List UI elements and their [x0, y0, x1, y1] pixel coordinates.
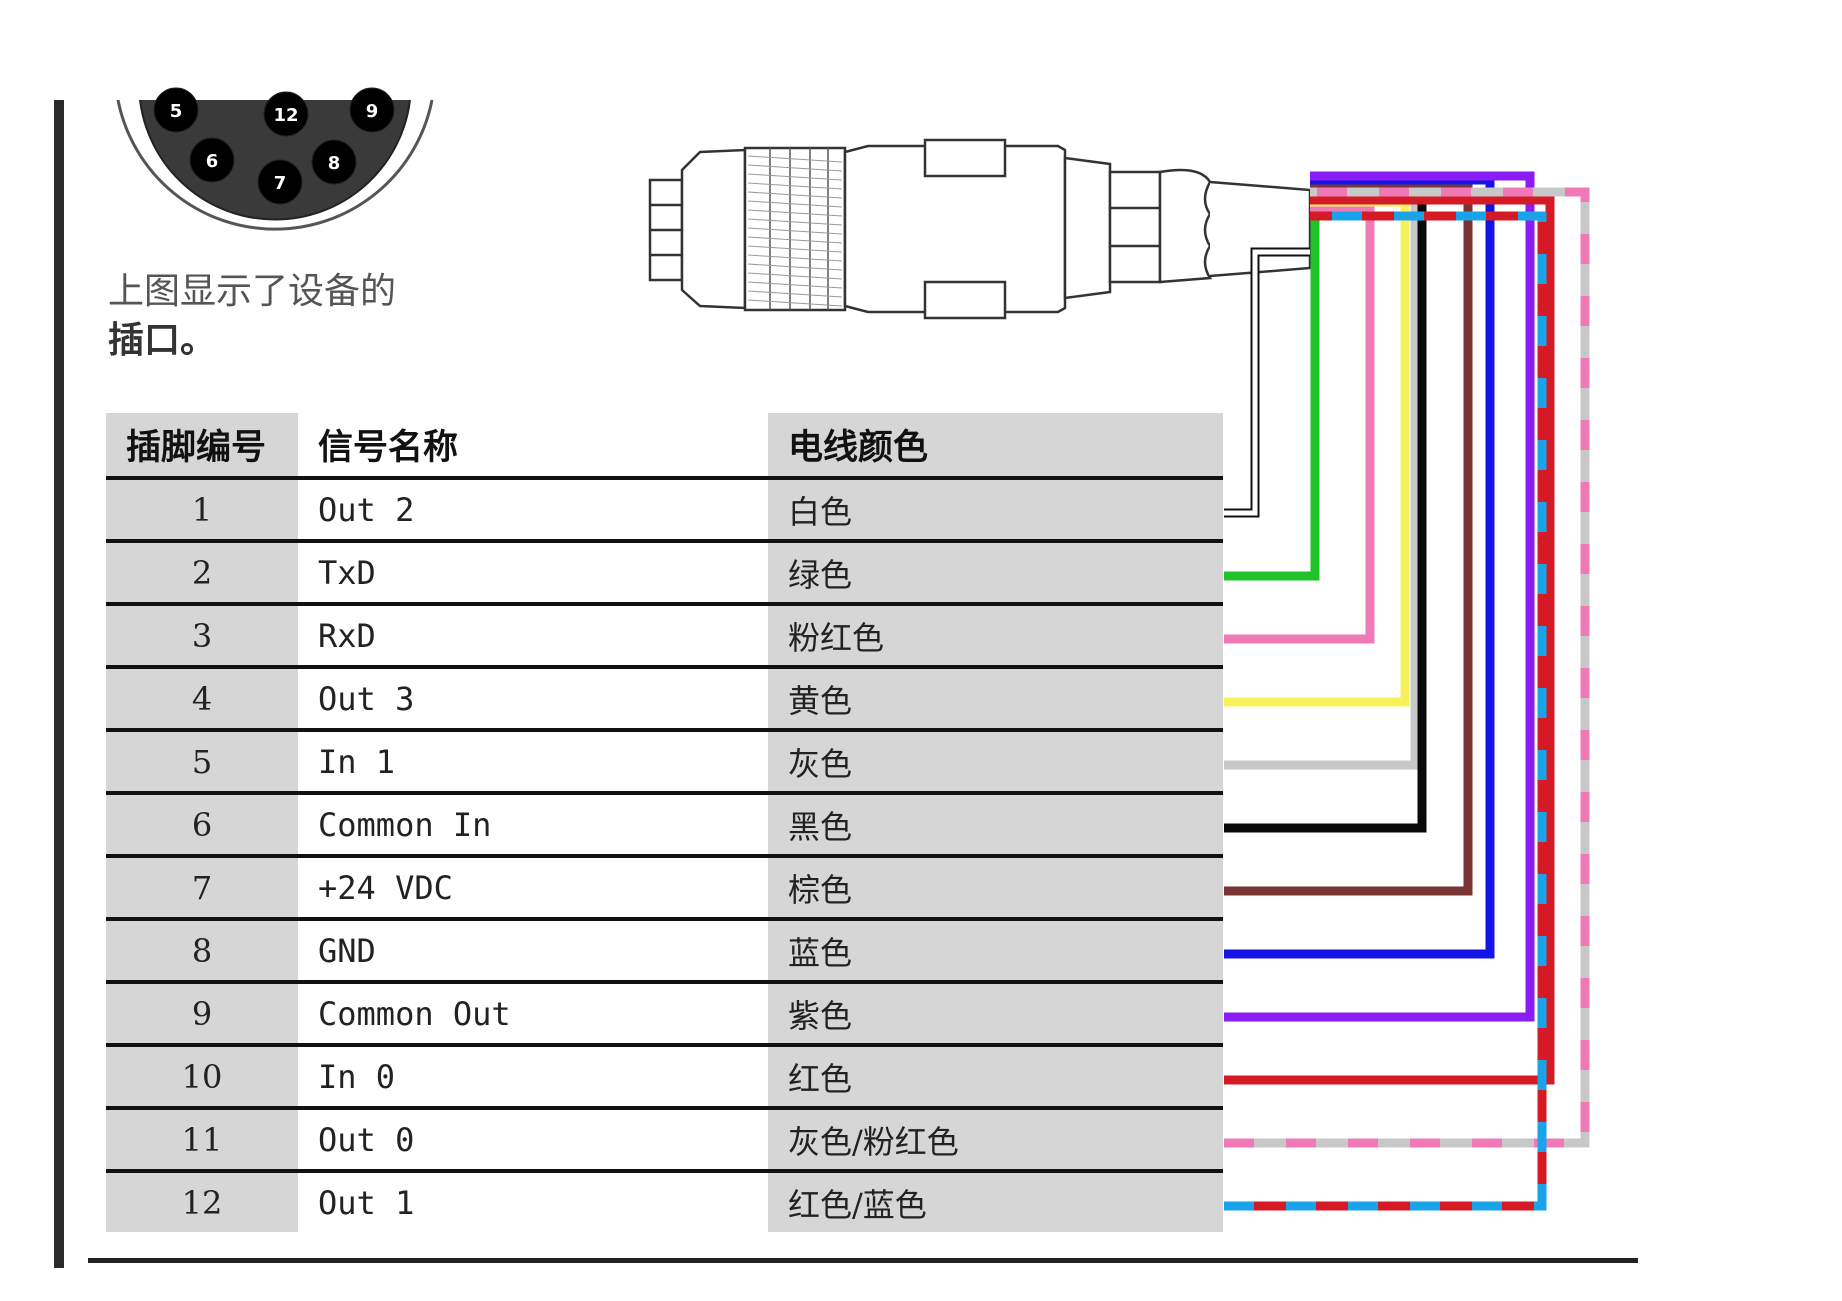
table-row: 6 Common In 黑色: [106, 793, 1223, 858]
pin-number: 11: [106, 1108, 298, 1173]
cable-wires: [1224, 171, 1590, 1211]
pin-number: 5: [106, 730, 298, 795]
signal-name: Out 2: [298, 478, 768, 543]
signal-name: Out 3: [298, 667, 768, 732]
wire-color: 黑色: [768, 793, 1223, 858]
wire-color: 粉红色: [768, 604, 1223, 669]
wire-color: 红色: [768, 1045, 1223, 1110]
caption-line-2: 插口。: [108, 319, 217, 361]
wire-color: 红色/蓝色: [768, 1171, 1223, 1232]
pin-number: 10: [106, 1045, 298, 1110]
signal-name: Common In: [298, 793, 768, 858]
table-row: 10 In 0 红色: [106, 1045, 1223, 1110]
svg-text:12: 12: [273, 105, 298, 126]
wire-color: 灰色/粉红色: [768, 1108, 1223, 1173]
svg-text:7: 7: [274, 173, 287, 194]
pin-number: 3: [106, 604, 298, 669]
pinout-table: 插脚编号 信号名称 电线颜色 1 Out 2 白色 2 TxD 绿色 3 RxD…: [106, 413, 1223, 1232]
pin-number: 1: [106, 478, 298, 543]
wire-pin-10: [1224, 195, 1555, 1085]
caption-line-1: 上图显示了设备的: [108, 271, 397, 312]
signal-name: Out 0: [298, 1108, 768, 1173]
table-row: 8 GND 蓝色: [106, 919, 1223, 984]
pin-number: 2: [106, 541, 298, 606]
signal-name: +24 VDC: [298, 856, 768, 921]
svg-text:8: 8: [328, 153, 341, 174]
cable-plug-drawing: [648, 138, 1312, 320]
connector-pin-5: 5: [153, 87, 199, 133]
wire-color: 灰色: [768, 730, 1223, 795]
svg-text:5: 5: [170, 101, 183, 122]
connector-pin-8: 8: [311, 139, 357, 185]
svg-text:6: 6: [206, 151, 219, 172]
table-row: 9 Common Out 紫色: [106, 982, 1223, 1047]
signal-name: Out 1: [298, 1171, 768, 1232]
table-row: 12 Out 1 红色/蓝色: [106, 1171, 1223, 1232]
wire-pin-3: [1224, 203, 1375, 644]
wire-pin-1: [1224, 247, 1310, 518]
wire-color: 蓝色: [768, 919, 1223, 984]
pin-number: 8: [106, 919, 298, 984]
wire-pin-7: [1224, 179, 1473, 896]
wire-pin-8: [1224, 175, 1495, 959]
header-wire-color: 电线颜色: [768, 413, 1223, 480]
signal-name: Common Out: [298, 982, 768, 1047]
connector-face-diagram: 5 12 9 6 7 8: [116, 87, 434, 231]
table-header-row: 插脚编号 信号名称 电线颜色: [106, 413, 1223, 480]
wire-pin-9: [1224, 171, 1535, 1022]
connector-caption: 上图显示了设备的 插口。: [108, 268, 396, 364]
pin-number: 7: [106, 856, 298, 921]
table-row: 5 In 1 灰色: [106, 730, 1223, 795]
header-signal-name: 信号名称: [298, 413, 768, 480]
pin-number: 4: [106, 667, 298, 732]
table-row: 4 Out 3 黄色: [106, 667, 1223, 732]
pin-number: 12: [106, 1171, 298, 1232]
wire-pin-12: [1224, 211, 1547, 1211]
pin-number: 6: [106, 793, 298, 858]
signal-name: In 1: [298, 730, 768, 795]
bottom-rule: [88, 1258, 1638, 1263]
wire-color: 紫色: [768, 982, 1223, 1047]
wire-pin-11: [1224, 187, 1590, 1148]
table-row: 1 Out 2 白色: [106, 478, 1223, 543]
connector-pin-9: 9: [349, 87, 395, 133]
signal-name: TxD: [298, 541, 768, 606]
signal-name: In 0: [298, 1045, 768, 1110]
signal-name: GND: [298, 919, 768, 984]
table-row: 11 Out 0 灰色/粉红色: [106, 1108, 1223, 1173]
wire-color: 黄色: [768, 667, 1223, 732]
wire-color: 绿色: [768, 541, 1223, 606]
left-margin-rule: [54, 100, 64, 1268]
connector-pin-7: 7: [257, 159, 303, 205]
svg-text:9: 9: [366, 101, 379, 122]
table-row: 7 +24 VDC 棕色: [106, 856, 1223, 921]
header-pin-number: 插脚编号: [106, 413, 298, 480]
signal-name: RxD: [298, 604, 768, 669]
wire-color: 白色: [768, 478, 1223, 543]
table-row: 2 TxD 绿色: [106, 541, 1223, 606]
connector-pin-12: 12: [263, 91, 309, 137]
connector-pin-6: 6: [189, 137, 235, 183]
pin-number: 9: [106, 982, 298, 1047]
wire-color: 棕色: [768, 856, 1223, 921]
table-row: 3 RxD 粉红色: [106, 604, 1223, 669]
